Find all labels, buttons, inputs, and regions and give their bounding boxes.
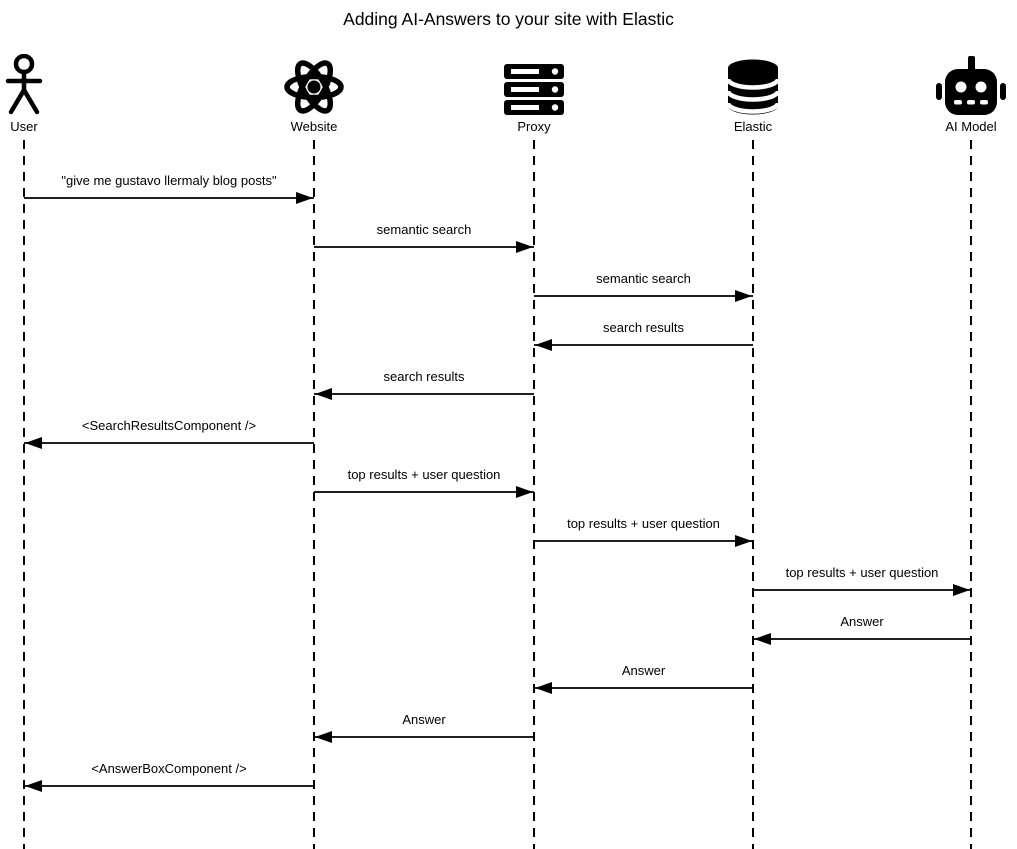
message-2: semantic search (534, 269, 753, 303)
actor-label: AI Model (945, 119, 997, 134)
message-label: semantic search (596, 271, 691, 286)
arrowhead-icon (25, 437, 42, 449)
message-label: search results (603, 320, 684, 335)
message-label: top results + user question (347, 467, 501, 482)
arrowhead-icon (535, 339, 552, 351)
message-label: Answer (402, 712, 446, 727)
actor-label: Website (290, 119, 338, 134)
message-11: Answer (314, 710, 534, 744)
actor-label: Proxy (517, 119, 551, 134)
message-7: top results + user question (534, 514, 753, 548)
arrowhead-icon (735, 290, 752, 302)
arrowhead-icon (315, 731, 332, 743)
message-0: "give me gustavo llermaly blog posts" (24, 171, 314, 205)
message-label: top results + user question (567, 516, 720, 531)
user-icon (4, 53, 44, 116)
message-10: Answer (534, 661, 753, 695)
actor-proxy (474, 52, 594, 116)
arrowhead-icon (735, 535, 752, 547)
arrowhead-icon (315, 388, 332, 400)
message-9: Answer (753, 612, 971, 646)
message-label: search results (383, 369, 465, 384)
message-3: search results (534, 318, 753, 352)
message-label: <SearchResultsComponent /> (81, 418, 257, 433)
arrowhead-icon (953, 584, 970, 596)
diagram-title: Adding AI-Answers to your site with Elas… (343, 9, 674, 29)
message-label: semantic search (376, 222, 472, 237)
actor-user (0, 52, 84, 116)
message-12: <AnswerBoxComponent /> (24, 759, 314, 793)
actor-website (254, 52, 374, 116)
message-4: search results (314, 367, 534, 401)
actor-label: Elastic (733, 119, 773, 134)
arrowhead-icon (535, 682, 552, 694)
message-label: Answer (621, 663, 666, 678)
react-icon (283, 58, 345, 116)
message-8: top results + user question (753, 563, 971, 597)
arrowhead-icon (516, 241, 533, 253)
arrowhead-icon (754, 633, 771, 645)
message-label: <AnswerBoxComponent /> (91, 761, 247, 776)
message-6: top results + user question (314, 465, 534, 499)
server-icon (504, 64, 564, 116)
message-5: <SearchResultsComponent /> (24, 416, 314, 450)
actor-label: User (10, 119, 38, 134)
database-icon (725, 58, 781, 116)
arrowhead-icon (296, 192, 313, 204)
robot-icon (936, 56, 1006, 116)
actor-elastic (693, 52, 813, 116)
arrowhead-icon (25, 780, 42, 792)
actor-ai-model (911, 52, 1017, 116)
message-1: semantic search (314, 220, 534, 254)
arrowhead-icon (516, 486, 533, 498)
message-label: top results + user question (785, 565, 939, 580)
message-label: "give me gustavo llermaly blog posts" (61, 173, 277, 188)
message-label: Answer (840, 614, 884, 629)
